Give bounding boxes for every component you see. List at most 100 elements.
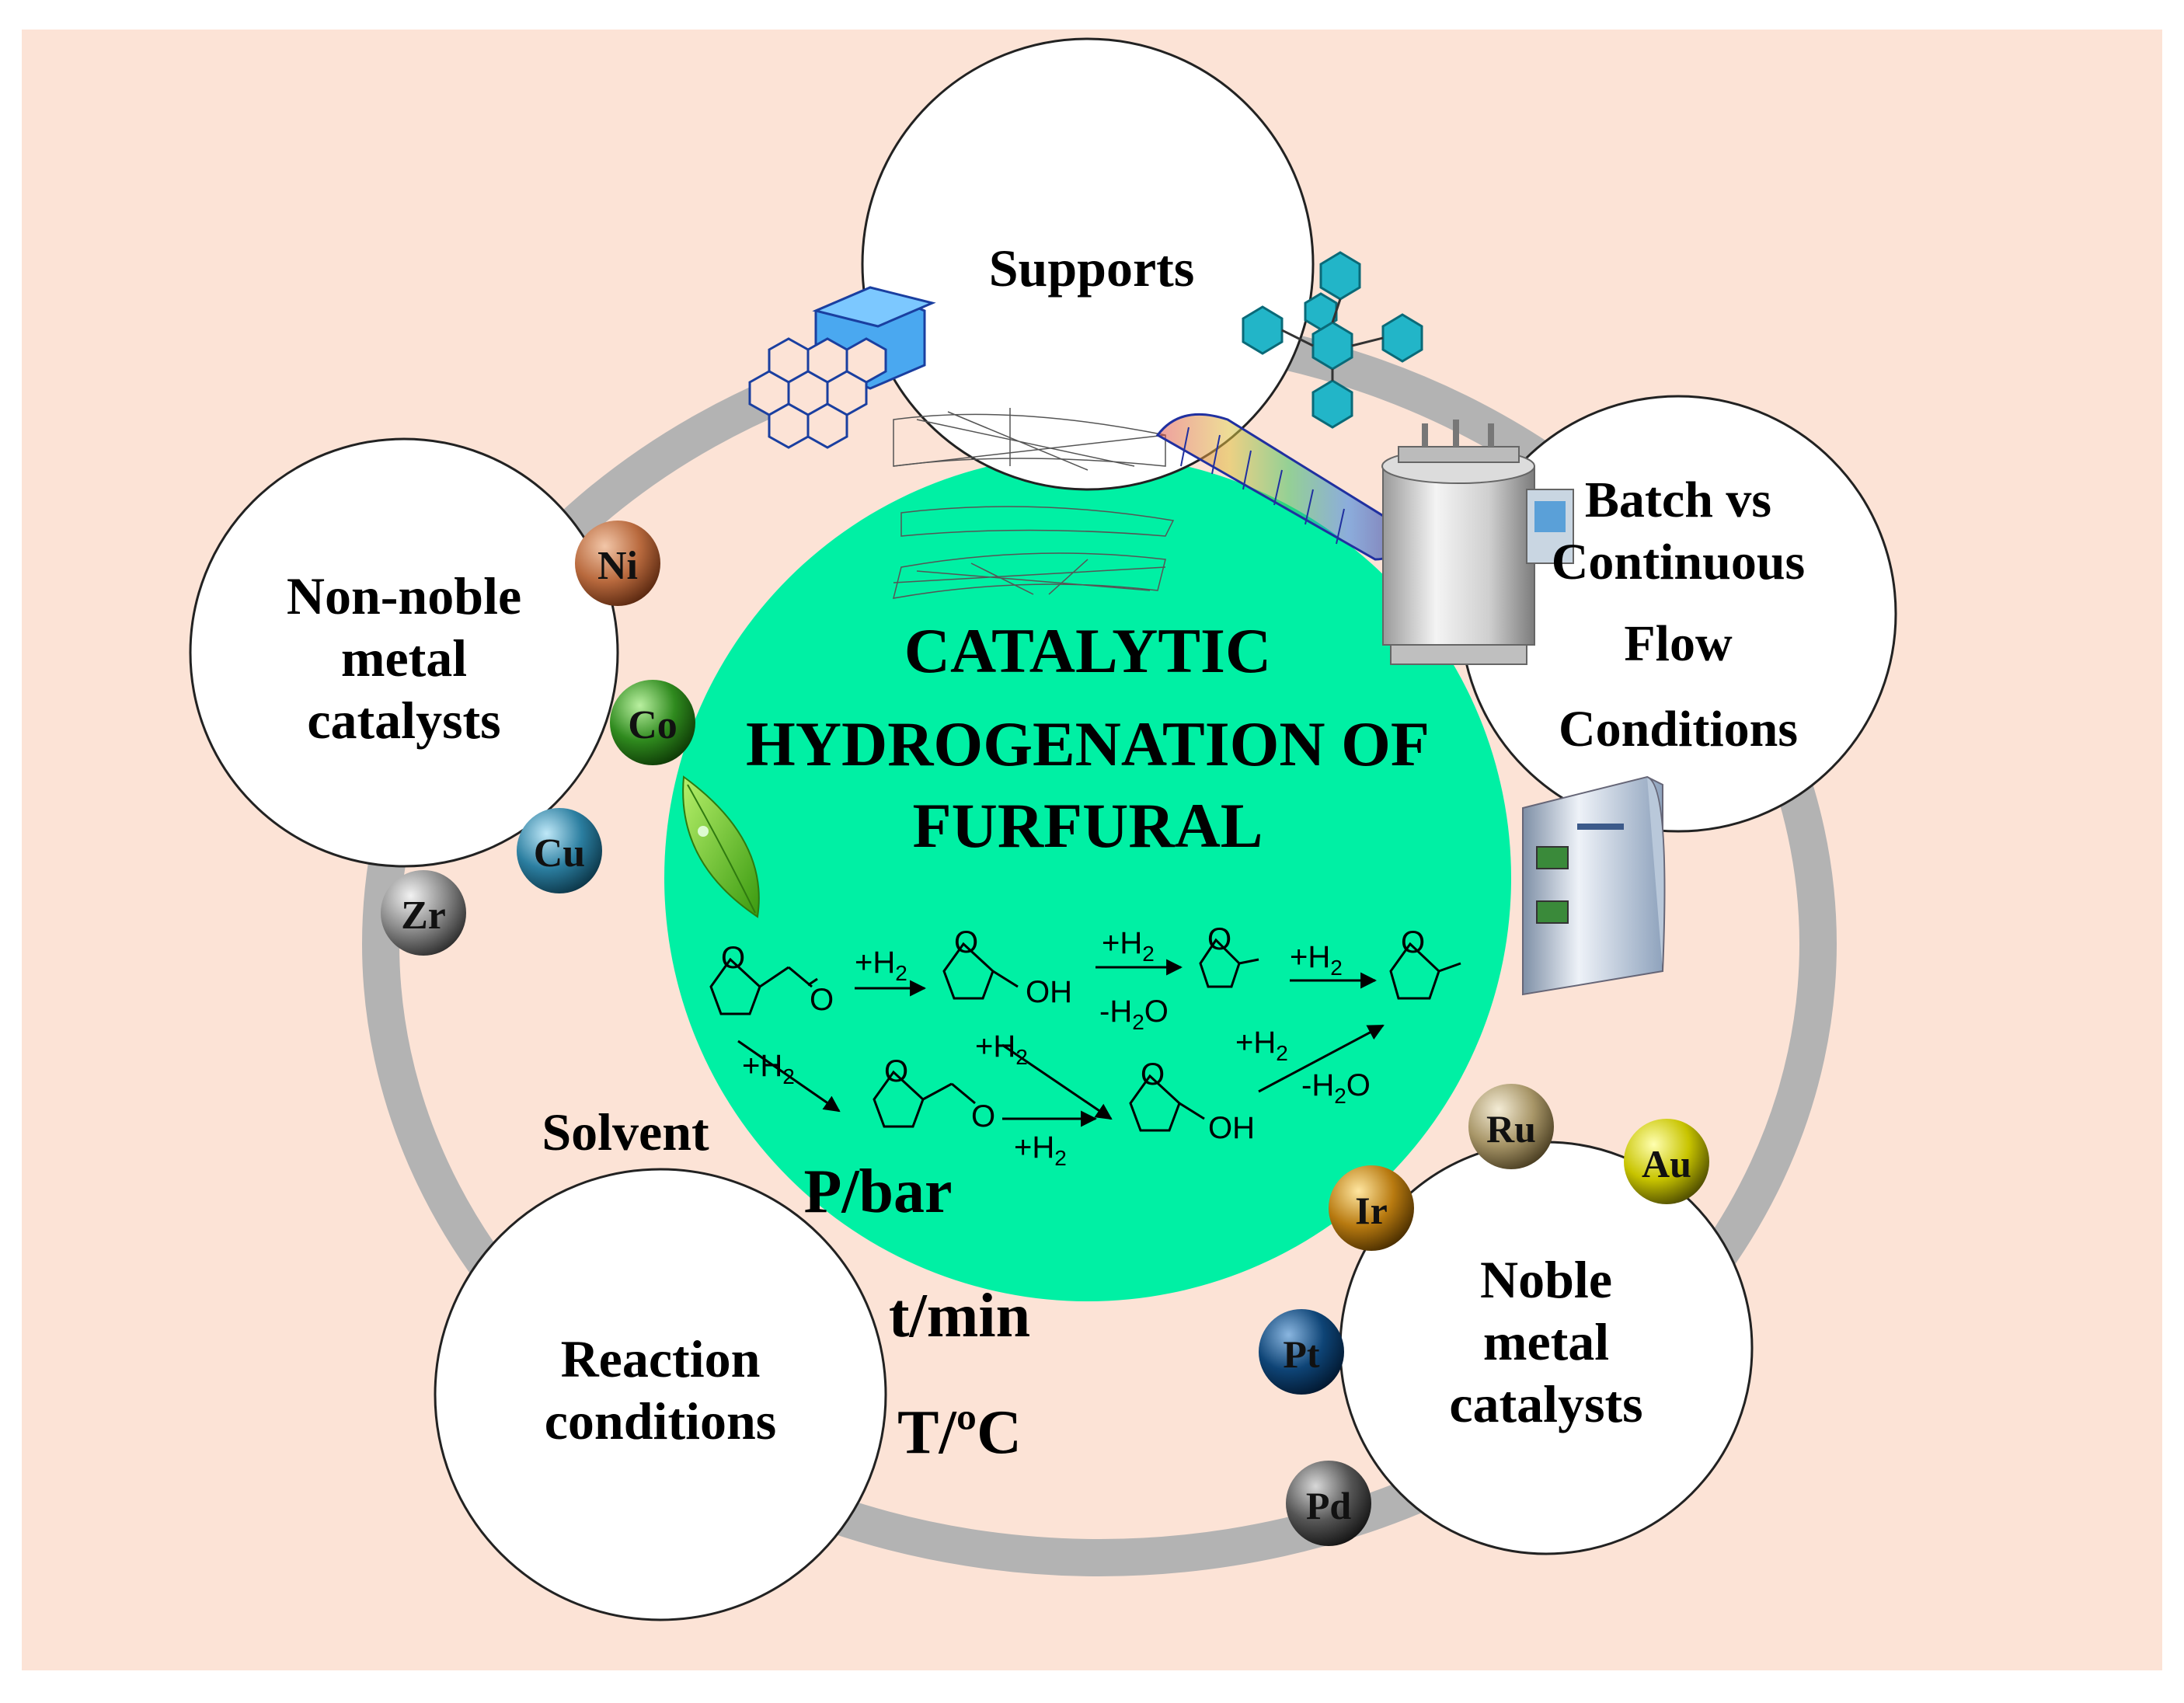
non-noble-circle — [189, 437, 619, 868]
thfal-ring-o: O — [884, 1054, 908, 1088]
metal-sphere-cu: Cu — [517, 808, 602, 893]
metal-co-label: Co — [628, 703, 677, 747]
metal-ir-label: Ir — [1355, 1189, 1388, 1232]
metal-sphere-pt: Pt — [1259, 1309, 1344, 1395]
reaction-line-1: Reaction — [561, 1329, 761, 1388]
thfal-carbonyl-o: O — [971, 1099, 995, 1134]
mthf-ring-o: O — [1401, 925, 1425, 959]
tetrahydrofurfuryl-alcohol-molecule — [1129, 1074, 1205, 1132]
metal-au-label: Au — [1642, 1142, 1691, 1186]
fa-ring-o: O — [954, 925, 978, 959]
reaction-line-2: conditions — [545, 1391, 777, 1451]
batch-reactor-illustration — [1381, 420, 1574, 665]
furfuryl-alcohol-molecule — [942, 942, 1019, 1000]
svg-text:-H2O: -H2O — [1301, 1068, 1371, 1108]
metal-pt-label: Pt — [1283, 1332, 1320, 1376]
batch-line-1: Batch vs — [1585, 472, 1771, 528]
svg-text:+H2: +H2 — [855, 946, 907, 985]
methyltetrahydrofuran-molecule — [1389, 942, 1461, 1000]
h2o-o-2: O — [1346, 1068, 1371, 1102]
svg-text:+H2: +H2 — [742, 1049, 795, 1088]
non-noble-line-2: metal — [341, 629, 467, 688]
metal-cu-label: Cu — [534, 831, 585, 876]
h2-sub-4: 2 — [782, 1064, 795, 1088]
reaction-scheme — [709, 938, 1461, 1132]
non-noble-line-1: Non-noble — [287, 566, 521, 625]
h2-label-2: +H — [1102, 926, 1142, 960]
noble-line-1: Noble — [1480, 1250, 1612, 1309]
h2o-sub-2: 2 — [1334, 1084, 1346, 1108]
h2-label-3: +H — [1290, 940, 1330, 974]
h2o-o-1: O — [1144, 994, 1169, 1029]
reaction-circle — [434, 1168, 887, 1621]
furfural-ring-o: O — [721, 941, 745, 975]
h2o-sub-1: 2 — [1132, 1010, 1144, 1034]
h2-sub-2: 2 — [1142, 942, 1155, 966]
h2-label-5: +H — [975, 1029, 1015, 1064]
metal-sphere-ru: Ru — [1468, 1084, 1554, 1169]
flow-reactor-illustration — [1522, 775, 1666, 996]
title-line-1: CATALYTIC — [904, 615, 1271, 686]
graphene-sheets-illustration — [892, 408, 1175, 599]
supports-circle — [861, 37, 1315, 491]
solvent-label: Solvent — [542, 1102, 709, 1161]
h2-sub-7: 2 — [1276, 1041, 1288, 1065]
mesoporous-hexagon-illustration — [748, 286, 936, 449]
metal-sphere-pd: Pd — [1286, 1461, 1371, 1546]
batch-line-3: Flow — [1624, 615, 1733, 672]
non-noble-line-3: catalysts — [307, 691, 500, 750]
h2o-label-1: -H — [1099, 994, 1132, 1029]
metal-zr-label: Zr — [401, 893, 446, 938]
h2-sub-5: 2 — [1015, 1045, 1028, 1069]
batch-line-2: Continuous — [1552, 534, 1806, 590]
furfural-molecule — [709, 957, 818, 1015]
metal-ru-label: Ru — [1486, 1107, 1536, 1151]
mf-ring-o: O — [1207, 922, 1231, 956]
metal-sphere-zr: Zr — [381, 870, 466, 956]
metal-sphere-ir: Ir — [1329, 1165, 1414, 1251]
title-line-2: HYDROGENATION OF — [746, 709, 1430, 779]
svg-text:+H2: +H2 — [1290, 940, 1343, 980]
metal-sphere-au: Au — [1624, 1119, 1709, 1204]
time-label: t/min — [889, 1282, 1030, 1350]
svg-text:+H2: +H2 — [975, 1029, 1028, 1069]
temperature-label: T/ºC — [897, 1398, 1022, 1467]
svg-text:-H2O: -H2O — [1099, 994, 1169, 1034]
metal-sphere-co: Co — [610, 680, 695, 765]
furfural-carbonyl-o: O — [810, 983, 834, 1017]
central-circle — [664, 454, 1511, 1301]
tetrahydrofurfural-molecule — [873, 1070, 976, 1128]
metal-ni-label: Ni — [597, 544, 638, 588]
noble-line-2: metal — [1483, 1312, 1609, 1371]
h2-label-6: +H — [1014, 1130, 1054, 1165]
leaf-icon — [682, 775, 760, 918]
fa-oh-label: OH — [1026, 975, 1072, 1009]
metal-sphere-ni: Ni — [575, 521, 660, 606]
h2-label-4: +H — [742, 1049, 782, 1083]
arrow-fa-to-thfa — [1001, 1043, 1113, 1120]
supports-label: Supports — [989, 239, 1195, 298]
pressure-label: P/bar — [803, 1158, 952, 1226]
arrow-furfural-to-thfal — [737, 1040, 841, 1113]
thfa-ring-o: O — [1141, 1057, 1165, 1092]
arrow-thfa-to-mthf — [1258, 1024, 1385, 1093]
h2-sub-3: 2 — [1330, 956, 1343, 980]
h2-label-7: +H — [1235, 1026, 1276, 1060]
svg-text:+H2: +H2 — [1102, 926, 1155, 966]
h2-sub-1: 2 — [895, 961, 907, 985]
batch-line-4: Conditions — [1559, 701, 1798, 757]
h2-label-1: +H — [855, 946, 895, 980]
reaction-scheme-labels: O O O OH O O O O O OH +H2 +H2 -H2O +H2 +… — [721, 922, 1425, 1170]
h2o-label-2: -H — [1301, 1068, 1334, 1102]
metal-pd-label: Pd — [1306, 1484, 1352, 1527]
title-line-3: FURFURAL — [913, 790, 1263, 861]
svg-text:+H2: +H2 — [1014, 1130, 1067, 1170]
methylfuran-molecule — [1199, 938, 1259, 988]
noble-line-3: catalysts — [1449, 1374, 1642, 1433]
h2-sub-6: 2 — [1054, 1146, 1067, 1170]
mof-cluster-illustration — [1242, 251, 1423, 429]
thfa-oh-label: OH — [1208, 1111, 1255, 1145]
svg-text:+H2: +H2 — [1235, 1026, 1288, 1065]
